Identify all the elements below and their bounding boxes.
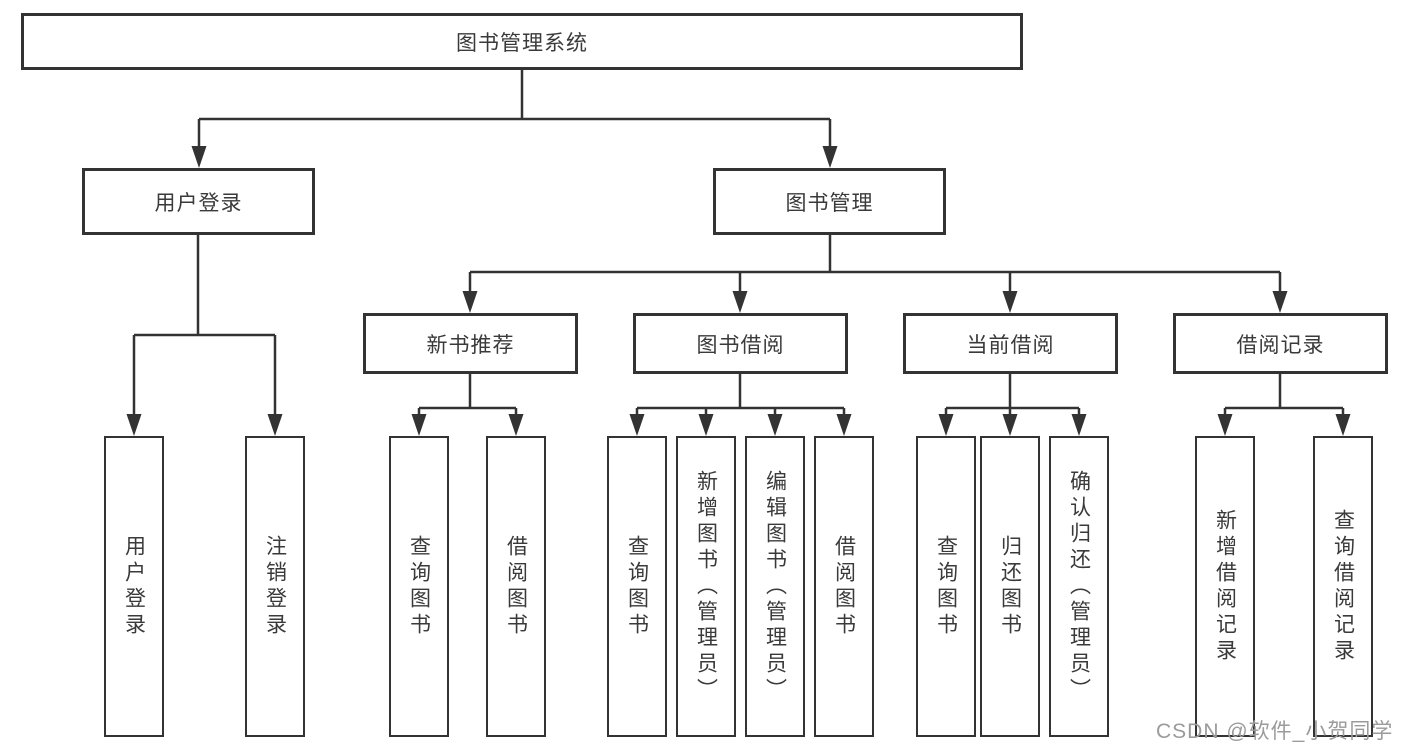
leaf-confirm-return-admin-label: 确认归还（管理员） bbox=[1067, 469, 1091, 704]
node-library-system: 图书管理系统 bbox=[21, 13, 1023, 70]
leaf-edit-book-admin-label: 编辑图书（管理员） bbox=[763, 469, 787, 704]
leaf-edit-book-admin: 编辑图书（管理员） bbox=[745, 436, 805, 737]
node-book-borrowing: 图书借阅 bbox=[633, 313, 848, 374]
node-current-borrowing-label: 当前借阅 bbox=[966, 333, 1055, 357]
leaf-logout-label: 注销登录 bbox=[263, 534, 287, 639]
leaf-add-book-admin: 新增图书（管理员） bbox=[676, 436, 736, 737]
leaf-query-borrow-record-label: 查询借阅记录 bbox=[1331, 508, 1355, 665]
csdn-watermark: CSDN @软件_小贺同学 bbox=[1156, 720, 1394, 743]
node-new-book-recommend-label: 新书推荐 bbox=[426, 333, 515, 357]
leaf-borrow-books-borrowing-label: 借阅图书 bbox=[832, 534, 856, 639]
node-book-management-label: 图书管理 bbox=[785, 191, 874, 215]
arrowheads bbox=[126, 146, 1351, 436]
leaf-borrow-books-borrowing: 借阅图书 bbox=[814, 436, 874, 737]
leaf-borrow-books-recommend: 借阅图书 bbox=[486, 436, 546, 737]
leaf-query-borrow-record: 查询借阅记录 bbox=[1313, 436, 1373, 737]
node-library-system-label: 图书管理系统 bbox=[456, 31, 588, 55]
leaf-logout: 注销登录 bbox=[245, 436, 305, 737]
leaf-user-login: 用户登录 bbox=[104, 436, 164, 737]
leaf-return-books: 归还图书 bbox=[980, 436, 1040, 737]
leaf-query-books-current: 查询图书 bbox=[916, 436, 976, 737]
leaf-query-books-borrowing: 查询图书 bbox=[607, 436, 667, 737]
node-current-borrowing: 当前借阅 bbox=[903, 313, 1118, 374]
leaf-query-books-borrowing-label: 查询图书 bbox=[625, 534, 649, 639]
leaf-user-login-label: 用户登录 bbox=[122, 534, 146, 639]
leaf-return-books-label: 归还图书 bbox=[998, 534, 1022, 639]
leaf-query-books-recommend: 查询图书 bbox=[389, 436, 449, 737]
node-user-login-label: 用户登录 bbox=[154, 191, 243, 215]
leaf-add-borrow-record-label: 新增借阅记录 bbox=[1213, 508, 1237, 665]
leaf-query-books-current-label: 查询图书 bbox=[934, 534, 958, 639]
node-book-borrowing-label: 图书借阅 bbox=[696, 333, 785, 357]
leaf-borrow-books-recommend-label: 借阅图书 bbox=[504, 534, 528, 639]
node-new-book-recommend: 新书推荐 bbox=[363, 313, 578, 374]
node-borrowing-records: 借阅记录 bbox=[1173, 313, 1388, 374]
leaf-query-books-recommend-label: 查询图书 bbox=[407, 534, 431, 639]
leaf-add-borrow-record: 新增借阅记录 bbox=[1195, 436, 1255, 737]
leaf-add-book-admin-label: 新增图书（管理员） bbox=[694, 469, 718, 704]
node-user-login: 用户登录 bbox=[82, 168, 315, 235]
node-borrowing-records-label: 借阅记录 bbox=[1236, 333, 1325, 357]
node-book-management: 图书管理 bbox=[713, 168, 946, 235]
leaf-confirm-return-admin: 确认归还（管理员） bbox=[1049, 436, 1109, 737]
